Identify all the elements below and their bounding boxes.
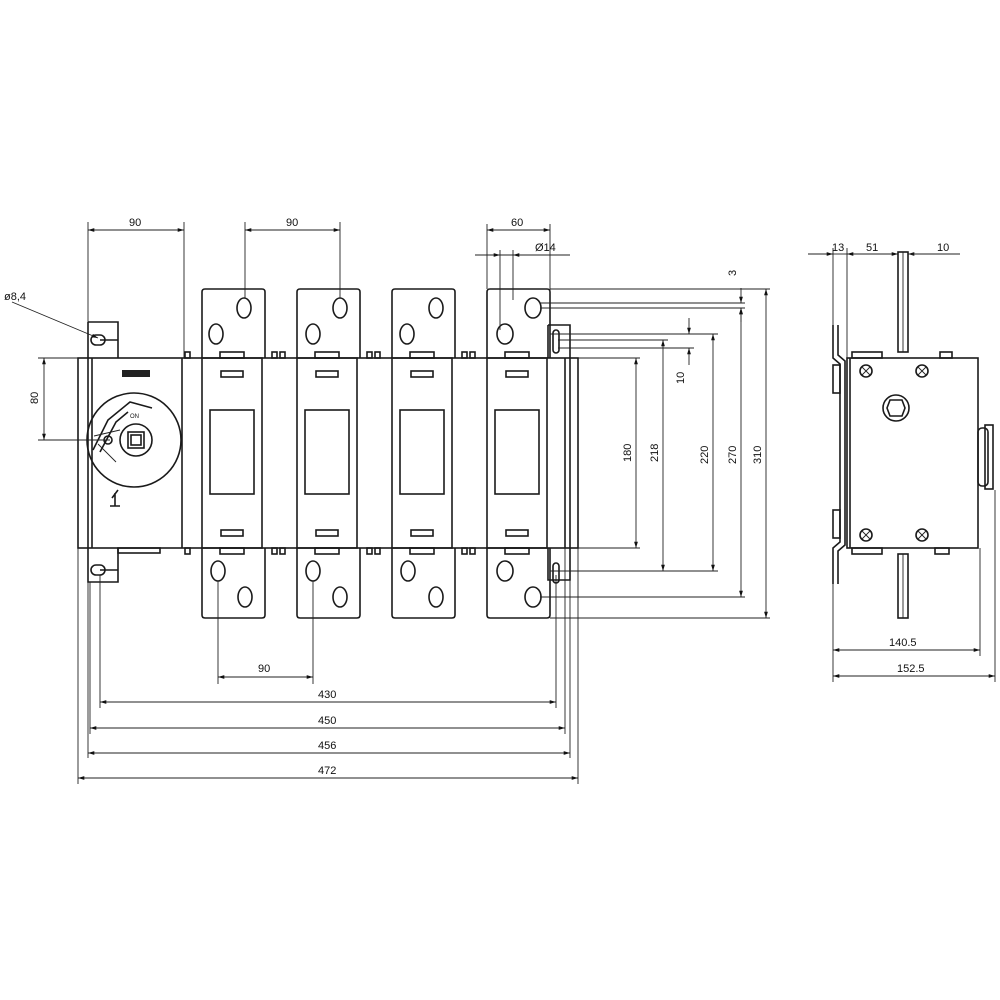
side-dimensions: 13 51 10 140.5 152.5 xyxy=(808,242,996,682)
front-dimensions: 90 90 60 Ø14 ø8,4 80 90 430 xyxy=(4,217,770,784)
dim-450: 450 xyxy=(318,715,336,727)
dim-hole-14: Ø14 xyxy=(535,242,556,254)
dim-mount-hole: ø8,4 xyxy=(4,291,26,303)
dim-140-5: 140.5 xyxy=(889,637,917,649)
side-view xyxy=(832,251,994,619)
dim-270: 270 xyxy=(727,446,739,464)
dim-10: 10 xyxy=(675,372,687,384)
top-right-mount-tab xyxy=(547,324,571,358)
dim-51: 51 xyxy=(866,242,878,254)
top-terminals xyxy=(201,288,551,358)
dim-top-left-90: 90 xyxy=(129,217,141,229)
dim-310: 310 xyxy=(752,446,764,464)
nameplate xyxy=(122,370,150,377)
dim-3: 3 xyxy=(727,270,739,276)
dim-220: 220 xyxy=(699,446,711,464)
dim-side-10: 10 xyxy=(937,242,949,254)
front-view: ON xyxy=(77,288,579,619)
bottom-terminals xyxy=(201,548,551,619)
dim-430: 430 xyxy=(318,689,336,701)
dim-terminal-60: 60 xyxy=(511,217,523,229)
bottom-left-mount-tab xyxy=(87,548,119,583)
dim-218: 218 xyxy=(649,444,661,462)
pole-modules xyxy=(184,351,548,555)
switch-body xyxy=(77,357,579,549)
handle-on-label: ON xyxy=(130,414,139,420)
side-handle-stub xyxy=(977,427,989,487)
top-left-mount-tab xyxy=(87,321,119,358)
dim-13: 13 xyxy=(832,242,844,254)
dim-152-5: 152.5 xyxy=(897,663,925,675)
side-body xyxy=(846,357,979,549)
rotary-handle: ON xyxy=(86,392,182,507)
dim-handle-80: 80 xyxy=(29,392,41,404)
dim-top-mid-90: 90 xyxy=(286,217,298,229)
dim-472: 472 xyxy=(318,765,336,777)
dim-180: 180 xyxy=(622,444,634,462)
dim-456: 456 xyxy=(318,740,336,752)
dim-bottom-90: 90 xyxy=(258,663,270,675)
